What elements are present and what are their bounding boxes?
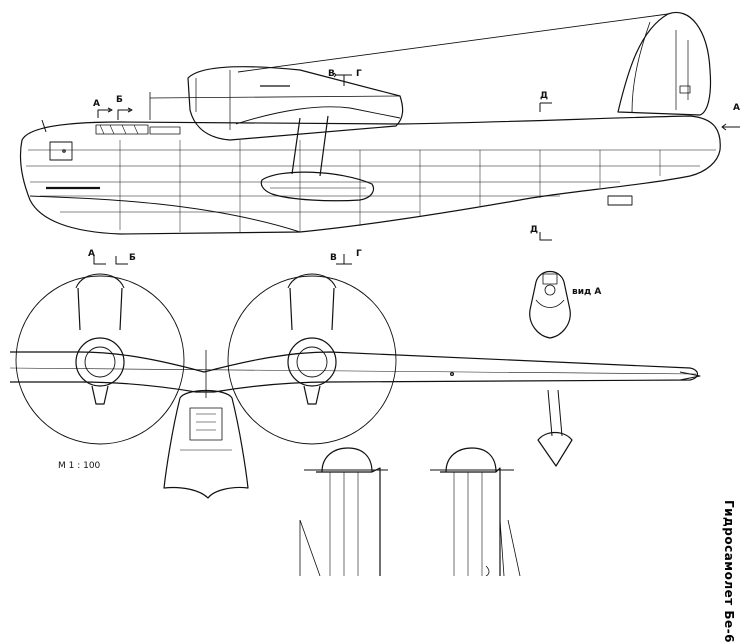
section-mark-a: А: [93, 99, 100, 109]
side-view: [19, 11, 721, 235]
blueprint-drawing: [9, 11, 740, 576]
section-mark-g: Г: [356, 69, 362, 79]
top-view: [9, 273, 701, 499]
section-mark-d: Д: [540, 91, 549, 101]
tail-planform-views: [299, 447, 521, 576]
section-mark-v: В: [328, 69, 335, 79]
section-mark-b: Б: [116, 95, 123, 105]
section-mark-b-bottom: Б: [129, 253, 136, 263]
front-view-a: [529, 270, 571, 339]
section-markers: [93, 72, 740, 265]
section-mark-a-tail: А: [733, 103, 740, 113]
scale-label: М 1 : 100: [58, 461, 101, 471]
section-mark-g-bottom: Г: [356, 249, 362, 259]
section-mark-v-bottom: В: [330, 253, 337, 263]
view-a-label: вид А: [572, 287, 602, 297]
section-mark-a-bottom: А: [88, 249, 95, 259]
drawing-title: Гидросамолет Бе-6: [722, 500, 736, 643]
section-mark-d-bottom: Д: [530, 225, 539, 235]
